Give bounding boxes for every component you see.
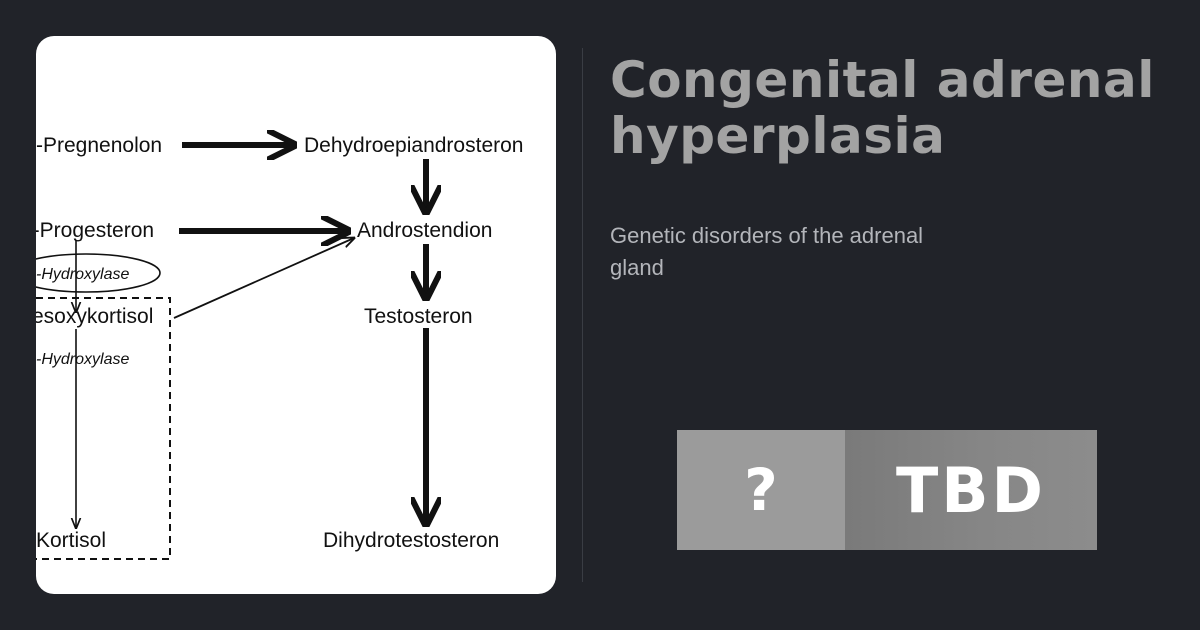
- dashed-box: [36, 297, 171, 560]
- node-testosteron: Testosteron: [364, 305, 473, 328]
- page-title: Congenital adrenal hyperplasia: [610, 52, 1200, 164]
- question-mark-icon: ?: [677, 430, 845, 550]
- enzyme-hydroxylase-2: -Hydroxylase: [36, 351, 129, 368]
- vertical-divider: [582, 48, 583, 582]
- tbd-badge: ? TBD: [677, 430, 1097, 550]
- page-title-line-2: hyperplasia: [610, 107, 946, 165]
- node-progesteron: l-Progesteron: [36, 219, 154, 242]
- node-pregnenolon: -Pregnenolon: [36, 134, 162, 157]
- enzyme-hydroxylase-1: -Hydroxylase: [36, 266, 129, 283]
- arrow-desoxykortisol-to-androstendion: [173, 238, 354, 319]
- steroid-pathway-diagram: -Pregnenolon Dehydroepiandrosteron l-Pro…: [36, 36, 523, 560]
- node-dehydroepiandrosteron: Dehydroepiandrosteron: [304, 134, 523, 157]
- page-subtitle: Genetic disorders of the adrenal gland: [610, 223, 924, 280]
- page-title-line-1: Congenital adrenal: [610, 51, 1155, 109]
- node-dihydrotestosteron: Dihydrotestosteron: [323, 529, 499, 552]
- node-desoxykortisol: esoxykortisol: [36, 305, 153, 328]
- diagram-image: -Pregnenolon Dehydroepiandrosteron l-Pro…: [36, 36, 556, 594]
- enzyme-ellipse: [36, 253, 161, 293]
- tbd-label: TBD: [845, 430, 1097, 550]
- node-kortisol: Kortisol: [36, 529, 106, 552]
- node-androstendion: Androstendion: [357, 219, 492, 242]
